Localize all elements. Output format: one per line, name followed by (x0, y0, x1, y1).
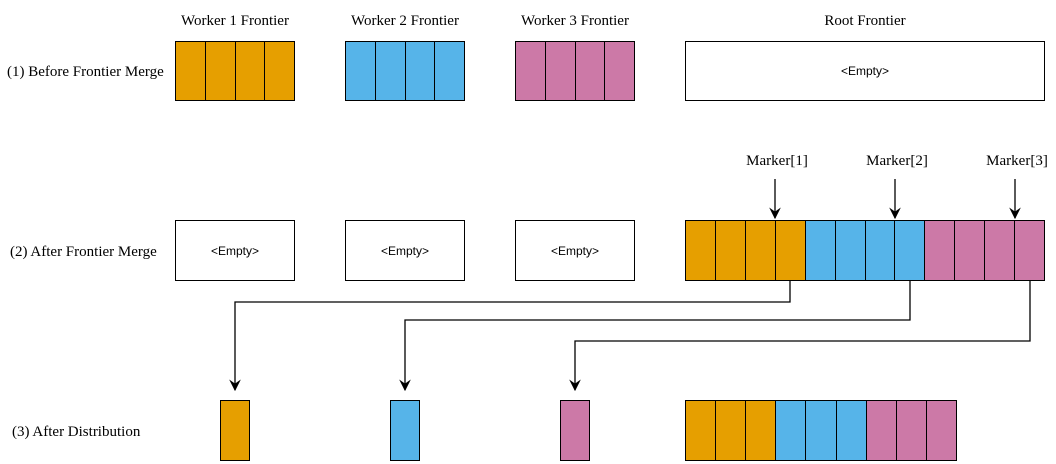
frontier-cell (405, 42, 436, 100)
worker2-frontier-title: Worker 2 Frontier (351, 13, 459, 29)
frontier-cell (221, 401, 249, 460)
frontier-cell (391, 401, 419, 460)
frontier-cell (925, 221, 956, 280)
frontier-cell (836, 401, 867, 460)
frontier-cell (545, 42, 576, 100)
worker1-distributed-cell (220, 400, 250, 461)
frontier-cell (375, 42, 406, 100)
root-frontier-title: Root Frontier (824, 13, 906, 29)
frontier-cell (176, 42, 206, 100)
worker1-frontier-title: Worker 1 Frontier (181, 13, 289, 29)
frontier-cell (835, 221, 866, 280)
frontier-cell (605, 42, 634, 100)
frontier-cell (895, 221, 926, 280)
frontier-cell (745, 221, 776, 280)
marker2-label: Marker[2] (866, 153, 928, 169)
root-frontier-empty-box: <Empty> (685, 41, 1045, 101)
frontier-cell (955, 221, 986, 280)
frontier-cell (806, 401, 837, 460)
frontier-cell (265, 42, 294, 100)
frontier-cell (575, 42, 606, 100)
empty-label: <Empty> (380, 243, 430, 258)
frontier-cell (686, 221, 716, 280)
worker1-empty-box: <Empty> (175, 220, 295, 281)
frontier-cell (716, 401, 747, 460)
worker2-empty-box: <Empty> (345, 220, 465, 281)
frontier-cell (985, 221, 1016, 280)
worker3-frontier-title: Worker 3 Frontier (521, 13, 629, 29)
worker1-frontier-bar (175, 41, 295, 101)
frontier-cell (746, 401, 777, 460)
step1-before-merge-label: (1) Before Frontier Merge (7, 64, 164, 80)
frontier-cell (686, 401, 717, 460)
worker2-frontier-bar (345, 41, 465, 101)
distribution-arrow-worker1 (229, 281, 791, 392)
frontier-cell (346, 42, 376, 100)
marker3-label: Marker[3] (986, 153, 1048, 169)
root-frontier-after-distribution-bar (685, 400, 957, 461)
empty-label: <Empty> (210, 243, 260, 258)
frontier-cell (776, 401, 807, 460)
frontier-cell (896, 401, 927, 460)
frontier-cell (235, 42, 266, 100)
frontier-cell (205, 42, 236, 100)
frontier-cell (516, 42, 546, 100)
frontier-cell (775, 221, 806, 280)
worker3-empty-box: <Empty> (515, 220, 635, 281)
merged-root-frontier-bar (685, 220, 1045, 281)
distribution-arrow-worker2 (399, 281, 911, 392)
worker3-frontier-bar (515, 41, 635, 101)
frontier-cell (865, 221, 896, 280)
frontier-cell (561, 401, 589, 460)
frontier-cell (1015, 221, 1045, 280)
step3-after-distribution-label: (3) After Distribution (12, 424, 141, 440)
step2-after-merge-label: (2) After Frontier Merge (10, 244, 157, 260)
empty-label: <Empty> (550, 243, 600, 258)
frontier-cell (715, 221, 746, 280)
marker1-label: Marker[1] (746, 153, 808, 169)
empty-label: <Empty> (840, 64, 890, 78)
worker2-distributed-cell (390, 400, 420, 461)
frontier-cell (435, 42, 464, 100)
frontier-cell (926, 401, 956, 460)
frontier-cell (805, 221, 836, 280)
frontier-cell (866, 401, 897, 460)
distribution-arrow-worker3 (569, 281, 1031, 392)
worker3-distributed-cell (560, 400, 590, 461)
